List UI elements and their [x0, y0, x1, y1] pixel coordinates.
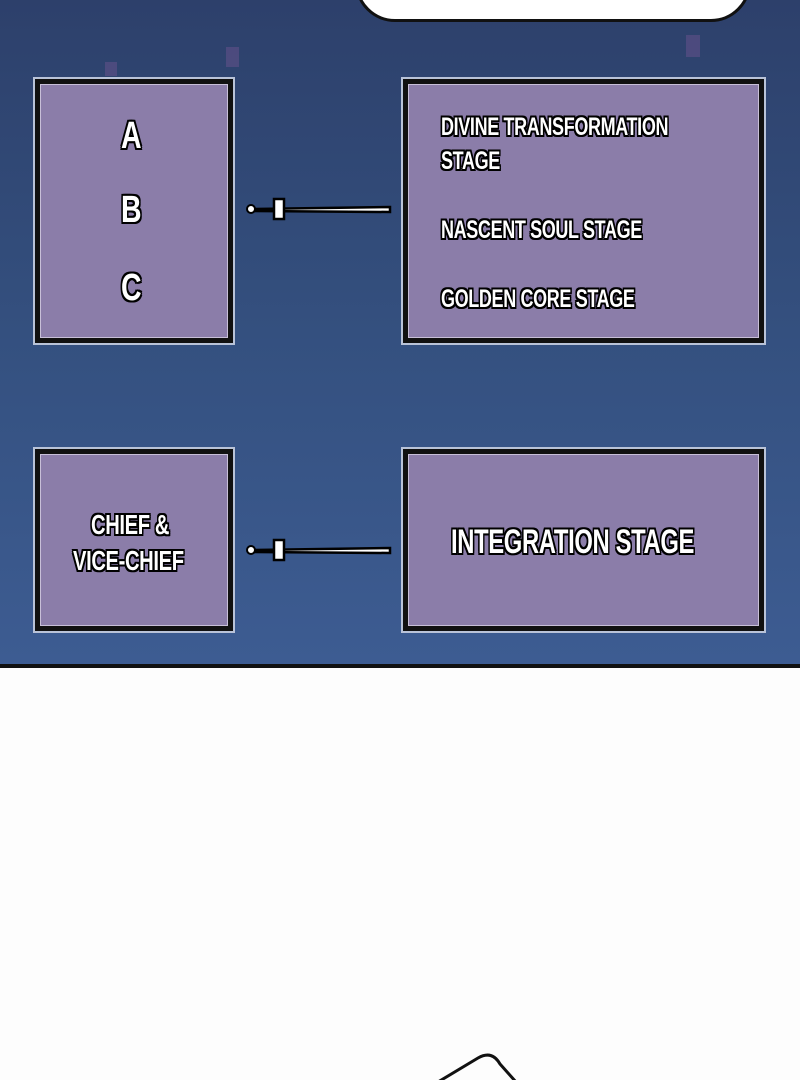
- decor-square: [226, 47, 239, 67]
- stage-golden-core: GOLDEN CORE STAGE: [441, 285, 635, 313]
- decor-square: [686, 35, 700, 57]
- stage-divine-line2: STAGE: [441, 147, 500, 175]
- vice-chief-label: VICE-CHIEF: [73, 545, 184, 576]
- comic-panel: A B C DIVINE TRANSFORMATION STAGE NASCEN…: [0, 0, 800, 668]
- stage-nascent-soul: NASCENT SOUL STAGE: [441, 216, 642, 244]
- stage-box-2: INTEGRATION STAGE: [401, 447, 766, 633]
- arrow-left-icon: [246, 197, 392, 221]
- stage-box-1: DIVINE TRANSFORMATION STAGE NASCENT SOUL…: [401, 77, 766, 345]
- stage-divine-line1: DIVINE TRANSFORMATION: [441, 113, 669, 141]
- tier-c-label: C: [121, 267, 142, 309]
- arrow-left-icon: [246, 538, 392, 562]
- tier-box-chief: CHIEF & VICE-CHIEF: [33, 447, 235, 633]
- chief-label: CHIEF &: [91, 509, 170, 540]
- stage-integration: INTEGRATION STAGE: [451, 523, 695, 561]
- next-panel-outline: [438, 1053, 517, 1080]
- tier-a-label: A: [121, 115, 142, 157]
- tier-b-label: B: [121, 189, 142, 231]
- decor-square: [105, 62, 117, 76]
- tier-box-abc: A B C: [33, 77, 235, 345]
- speech-bubble: [355, 0, 751, 22]
